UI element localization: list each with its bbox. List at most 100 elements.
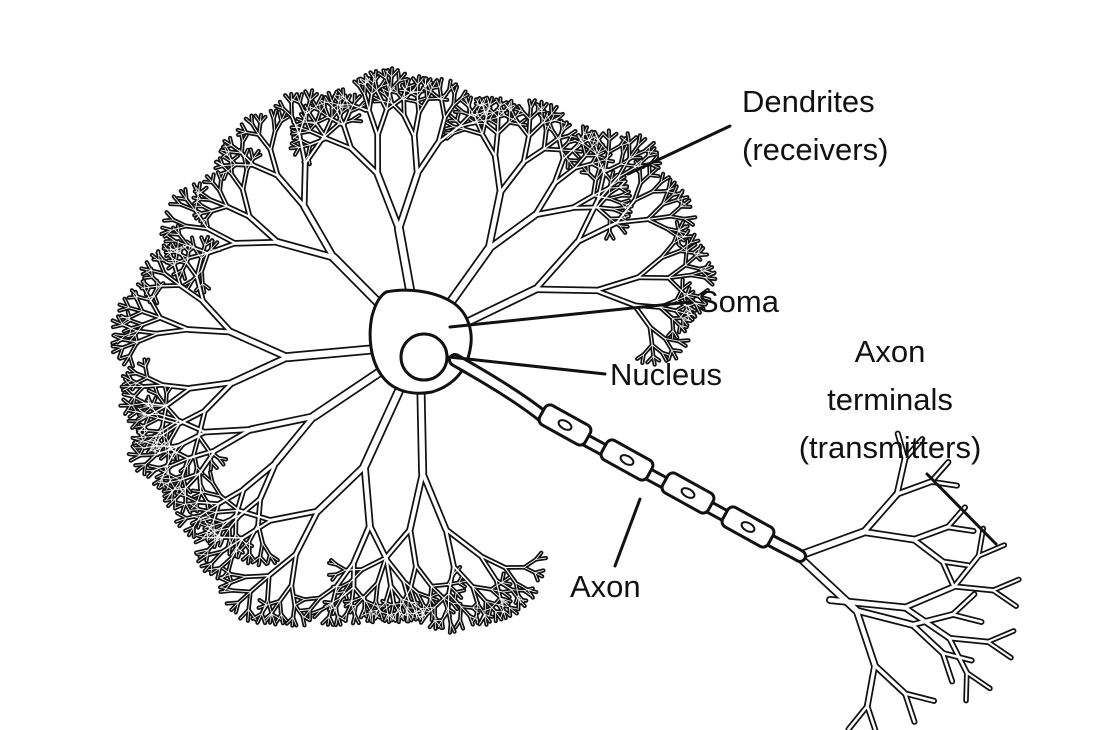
dendrite-branch-fill — [275, 239, 336, 260]
dendrite-branch-fill — [572, 150, 580, 158]
dendrite-branch-fill — [696, 247, 704, 256]
dendrite-branch-fill — [221, 514, 237, 528]
dendrite-branch-fill — [174, 251, 178, 267]
dendrite-branch-fill — [206, 242, 237, 255]
dendrite-branch-fill — [977, 544, 1006, 558]
dendrite-branch-fill — [675, 288, 683, 301]
dendrite-branch-fill — [237, 132, 247, 136]
dendrite-branch-fill — [195, 187, 203, 194]
dendrite-branch-fill — [903, 437, 924, 461]
dendrite-branch-fill — [273, 118, 276, 133]
dendrite-branch-fill — [667, 274, 691, 279]
dendrite-branch-fill — [560, 141, 569, 151]
dendrite-branch-fill — [186, 241, 195, 248]
dendrite-branch-fill — [485, 108, 489, 115]
dendrite-branch-fill — [597, 144, 604, 154]
dendrite-branch-fill — [417, 77, 424, 86]
dendrite-branch-fill — [523, 590, 532, 597]
dendrite-branch-fill — [576, 199, 599, 244]
dendrite-branch-fill — [175, 257, 190, 264]
dendrite-branch-fill — [324, 602, 332, 608]
dendrite-branch-fill — [703, 262, 710, 272]
dendrite-branch-fill — [561, 123, 568, 130]
dendrite-branch-fill — [530, 99, 536, 109]
dendrite-branch-fill — [527, 589, 537, 593]
dendrite-branch-fill — [385, 77, 391, 91]
dendrite-branch-fill — [220, 172, 225, 181]
dendrite-branch-fill — [169, 252, 176, 267]
dendrite-branch-fill — [395, 602, 403, 614]
dendrite-branch-fill — [199, 508, 216, 513]
dendrite-branch-fill — [607, 139, 610, 153]
dendrite-branch-fill — [617, 176, 625, 182]
dendrite-branch-fill — [201, 193, 212, 201]
dendrite-branch-fill — [201, 252, 209, 272]
dendrite-branch-fill — [489, 97, 493, 106]
dendrite-branch-fill — [282, 108, 293, 118]
dendrite-branch-fill — [315, 463, 367, 514]
dendrite-branch-fill — [197, 518, 202, 528]
dendrite-branch-fill — [358, 85, 366, 96]
dendrite-branch-fill — [683, 292, 696, 304]
dendrite-branch-fill — [497, 604, 504, 614]
dendrite-branch-fill — [193, 491, 205, 498]
dendrite-branch-fill — [683, 230, 689, 238]
dendrite-branch-fill — [587, 172, 597, 181]
dendrite-branch-fill — [203, 427, 253, 434]
dendrite-branch-fill — [132, 437, 144, 442]
dendrite-branch-fill — [291, 116, 300, 136]
dendrite-branch-fill — [200, 503, 220, 516]
dendrite-branch-fill — [683, 304, 693, 306]
dendrite-branch-fill — [331, 91, 338, 103]
dendrite-branch-fill — [672, 329, 678, 339]
dendrite-branch-fill — [562, 145, 578, 160]
dendrite-branch-fill — [640, 174, 651, 184]
dendrite-branch-fill — [518, 599, 527, 602]
dendrite-branch-fill — [541, 113, 552, 124]
dendrite-branch-fill — [201, 511, 216, 520]
dendrite-branch-fill — [319, 584, 338, 599]
dendrite-branch-fill — [703, 266, 713, 272]
dendrite-branch-fill — [528, 122, 543, 137]
dendrite-branch-fill — [299, 139, 311, 146]
dendrite-branch-fill — [204, 240, 213, 246]
dendrite-branch-fill — [471, 585, 479, 605]
dendrite-branch-fill — [340, 103, 344, 114]
dendrite-branch-fill — [443, 597, 448, 609]
dendrites-leader-line — [626, 124, 732, 176]
dendrite-branch-fill — [596, 206, 614, 210]
dendrite-branch-fill — [677, 340, 687, 347]
dendrite-branch-fill — [380, 83, 390, 88]
dendrite-branch-fill — [620, 142, 630, 147]
dendrite-branch-fill — [127, 409, 137, 413]
dendrite-branch-fill — [910, 612, 955, 627]
dendrite-branch-fill — [342, 124, 353, 150]
dendrite-branch-fill — [399, 612, 405, 620]
dendrite-branch-fill — [327, 616, 330, 626]
dendrite-branch-fill — [699, 266, 710, 270]
dendrite-branch-fill — [168, 473, 181, 481]
dendrite-branch-fill — [181, 457, 190, 477]
dendrite-branch-fill — [694, 302, 704, 309]
dendrite-branch-fill — [160, 419, 180, 433]
dendrite-branch-fill — [328, 562, 337, 565]
dendrite-branch-fill — [220, 590, 234, 593]
dendrite-branch-fill — [369, 600, 377, 614]
dendrite-branch-fill — [385, 69, 389, 79]
dendrite-branch-fill — [222, 151, 230, 158]
dendrite-branch-fill — [205, 549, 209, 562]
dendrite-branch-fill — [354, 95, 361, 103]
dendrite-branch-fill — [207, 550, 224, 556]
dendrite-branch-fill — [502, 591, 511, 598]
dendrite-branch-fill — [368, 82, 378, 93]
dendrite-branch-fill — [235, 164, 255, 166]
dendrite-branch-fill — [224, 144, 230, 153]
dendrite-branch-fill — [408, 471, 425, 532]
dendrite-branch-fill — [197, 554, 208, 562]
dendrite-branch-fill — [352, 595, 366, 602]
dendrite-branch-fill — [596, 155, 604, 159]
dendrite-branch-fill — [163, 245, 171, 254]
dendrite-branch-fill — [119, 307, 130, 312]
dendrite-branch-fill — [257, 613, 263, 624]
dendrite-branch-fill — [523, 588, 534, 591]
